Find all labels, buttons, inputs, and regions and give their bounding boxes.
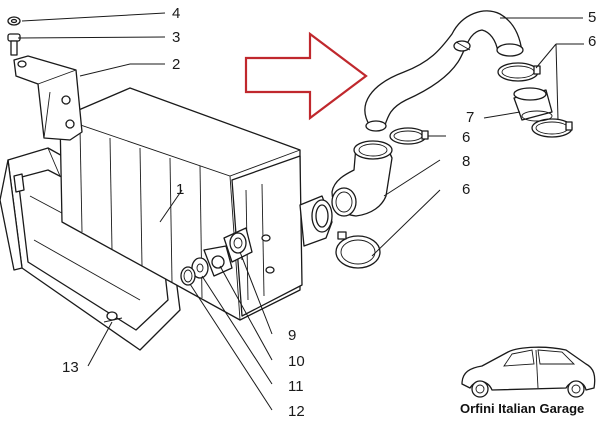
bracket-bolt [7, 33, 21, 56]
callout-13: 13 [62, 359, 79, 376]
callout-1: 1 [176, 181, 184, 198]
fitting-flange [223, 227, 253, 263]
callout-4: 4 [172, 5, 180, 22]
callout-11: 11 [288, 378, 304, 395]
hose-clamp-mid [389, 127, 429, 145]
callout-2: 2 [172, 56, 180, 73]
hose-clamp-upper [497, 62, 541, 82]
callout-10: 10 [288, 353, 305, 370]
upper-hose [364, 10, 524, 132]
callout-6-lower: 6 [462, 181, 470, 198]
callout-6-mid: 6 [462, 129, 470, 146]
watermark-text: Orfini Italian Garage [460, 401, 584, 416]
coupling-sleeve [513, 87, 553, 122]
mounting-bracket [13, 55, 83, 141]
callout-3: 3 [172, 29, 180, 46]
washer [7, 16, 21, 26]
fitting-bracket [203, 245, 233, 277]
right-arrow-icon [244, 31, 368, 121]
leader-lines [17, 12, 584, 411]
callout-7: 7 [466, 109, 474, 126]
fitting-ring [180, 266, 196, 286]
callout-labels: 4 3 2 5 6 7 6 8 6 1 9 10 11 12 13 [62, 5, 596, 420]
car-icon [461, 346, 596, 398]
elbow-connector [331, 140, 393, 217]
callout-6-top: 6 [588, 33, 596, 50]
callout-8: 8 [462, 153, 470, 170]
callout-9: 9 [288, 327, 296, 344]
hose-clamp-right [531, 118, 573, 138]
callout-12: 12 [288, 403, 305, 420]
hose-clamp-lower [335, 231, 381, 269]
callout-5: 5 [588, 9, 596, 26]
